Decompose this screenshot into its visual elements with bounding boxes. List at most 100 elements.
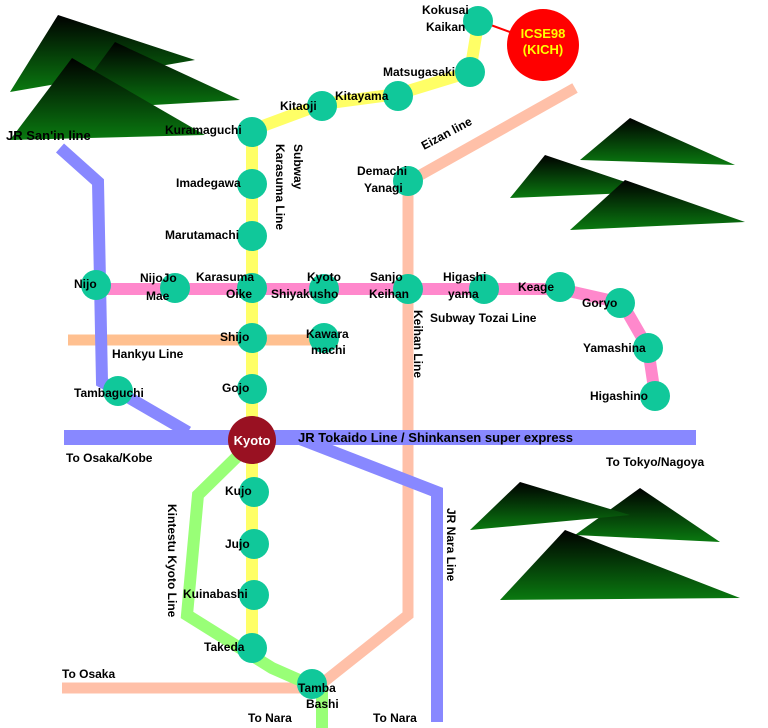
line-label-hankyu: Hankyu Line: [112, 347, 184, 361]
station-label-tambaguchi: Tambaguchi: [74, 386, 144, 400]
station-marker: [383, 81, 413, 111]
line-label-keihan: Keihan Line: [411, 310, 425, 378]
station-label-karasuma: Karasuma: [196, 270, 254, 284]
keihan-line: [316, 182, 414, 690]
station-label-imadegawa: Imadegawa: [176, 176, 241, 190]
station-label-marutamachi: Marutamachi: [165, 228, 239, 242]
mountain: [500, 530, 740, 600]
mountains-bottom-right: [470, 482, 740, 600]
station-marker: [309, 274, 339, 304]
destination-osaka-kobe: To Osaka/Kobe: [66, 451, 153, 465]
mountain: [580, 118, 735, 165]
jr-nara-line: [292, 431, 443, 722]
jr-tokaido-line: [64, 430, 696, 445]
station-label-takeda: Takeda: [204, 640, 245, 654]
station-label-jujo: Jujo: [225, 537, 250, 551]
station-marker: [239, 580, 269, 610]
station-marker: [237, 169, 267, 199]
station-marker: [237, 374, 267, 404]
destination-nara-jr: To Nara: [373, 711, 417, 725]
mountains-right: [510, 118, 745, 230]
station-marker: [237, 323, 267, 353]
station-marker: [605, 288, 635, 318]
station-marker: [633, 333, 663, 363]
station-marker: [239, 477, 269, 507]
line-label-kintetsu: Kintestu Kyoto Line: [165, 504, 179, 618]
line-label-jr-nara: JR Nara Line: [444, 508, 458, 582]
station-marker: [237, 633, 267, 663]
mountain: [570, 180, 745, 230]
station-marker: [297, 669, 327, 699]
station-label-kuinabashi: Kuinabashi: [183, 587, 248, 601]
venue-marker: [507, 9, 579, 81]
station-label-yama: yama: [448, 287, 479, 301]
station-label-kokusai: Kokusai: [422, 3, 469, 17]
station-label-keihan: Keihan: [369, 287, 409, 301]
station-label-nijojo: NijoJo: [140, 271, 177, 285]
station-label-tamba: Tamba: [298, 681, 336, 695]
station-marker: [103, 376, 133, 406]
mountain: [470, 482, 630, 530]
station-marker: [455, 57, 485, 87]
station-label-shiyakusho: Shiyakusho: [271, 287, 338, 301]
kintetsu-line: [180, 437, 328, 728]
station-marker: [393, 274, 423, 304]
station-label-nijo: Nijo: [74, 277, 97, 291]
station-marker: [307, 91, 337, 121]
station-label-oike: Oike: [226, 287, 252, 301]
station-label-gojo: Gojo: [222, 381, 249, 395]
station-label-kitaoji: Kitaoji: [280, 99, 317, 113]
station-label-bashi: Bashi: [306, 697, 339, 711]
station-label-matsugasaki: Matsugasaki: [383, 65, 455, 79]
mountain: [575, 488, 720, 542]
station-marker: [309, 323, 339, 353]
station-label-kitayama: Kitayama: [335, 89, 389, 103]
venue-code: (KICH): [523, 42, 563, 57]
destination-nara-kintetsu: To Nara: [248, 711, 292, 725]
station-label-kawara: Kawara: [306, 327, 349, 341]
station-label-kujo: Kujo: [225, 484, 252, 498]
station-marker: [160, 273, 190, 303]
kyoto-station-label: Kyoto: [234, 433, 271, 448]
line-label-jr-tokaido: JR Tokaido Line / Shinkansen super expre…: [298, 430, 573, 445]
station-marker: [640, 381, 670, 411]
station-marker: [469, 274, 499, 304]
station-marker: [239, 529, 269, 559]
venue-name: ICSE98: [521, 26, 566, 41]
station-marker: [237, 117, 267, 147]
station-marker: [81, 270, 111, 300]
line-label-tozai: Subway Tozai Line: [430, 311, 537, 325]
kyoto-station-marker: [228, 416, 276, 464]
mountains-top-left: [10, 15, 240, 140]
station-marker: [545, 272, 575, 302]
station-marker: [463, 6, 493, 36]
destination-osaka: To Osaka: [62, 667, 115, 681]
station-label-demachi: Demachi: [357, 164, 407, 178]
mountain: [10, 58, 205, 140]
station-label-goryo: Goryo: [582, 296, 617, 310]
station-label-kaikan: Kaikan: [426, 20, 465, 34]
station-label-higashi: Higashi: [443, 270, 486, 284]
station-label-keage: Keage: [518, 280, 554, 294]
station-marker: [237, 273, 267, 303]
station-label-mae: Mae: [146, 289, 170, 303]
station-label-higashino: Higashino: [590, 389, 648, 403]
station-label-machi: machi: [311, 343, 346, 357]
station-label-shijo: Shijo: [220, 330, 249, 344]
station-label-kuramaguchi: Kuramaguchi: [165, 123, 242, 137]
station-label-kyoto: Kyoto: [307, 270, 341, 284]
mountain: [10, 15, 195, 92]
line-label-subway: Subway: [291, 144, 305, 190]
line-label-karasuma: Karasuma Line: [273, 144, 287, 230]
stations: [81, 6, 670, 699]
station-marker: [237, 221, 267, 251]
line-label-jr-sanin: JR San'in line: [6, 128, 91, 143]
station-marker: [393, 166, 423, 196]
station-label-yanagi: Yanagi: [364, 181, 403, 195]
station-label-sanjo: Sanjo: [370, 270, 403, 284]
station-label-yamashina: Yamashina: [583, 341, 646, 355]
destination-tokyo-nagoya: To Tokyo/Nagoya: [606, 455, 705, 469]
eizan-line: [405, 83, 578, 187]
